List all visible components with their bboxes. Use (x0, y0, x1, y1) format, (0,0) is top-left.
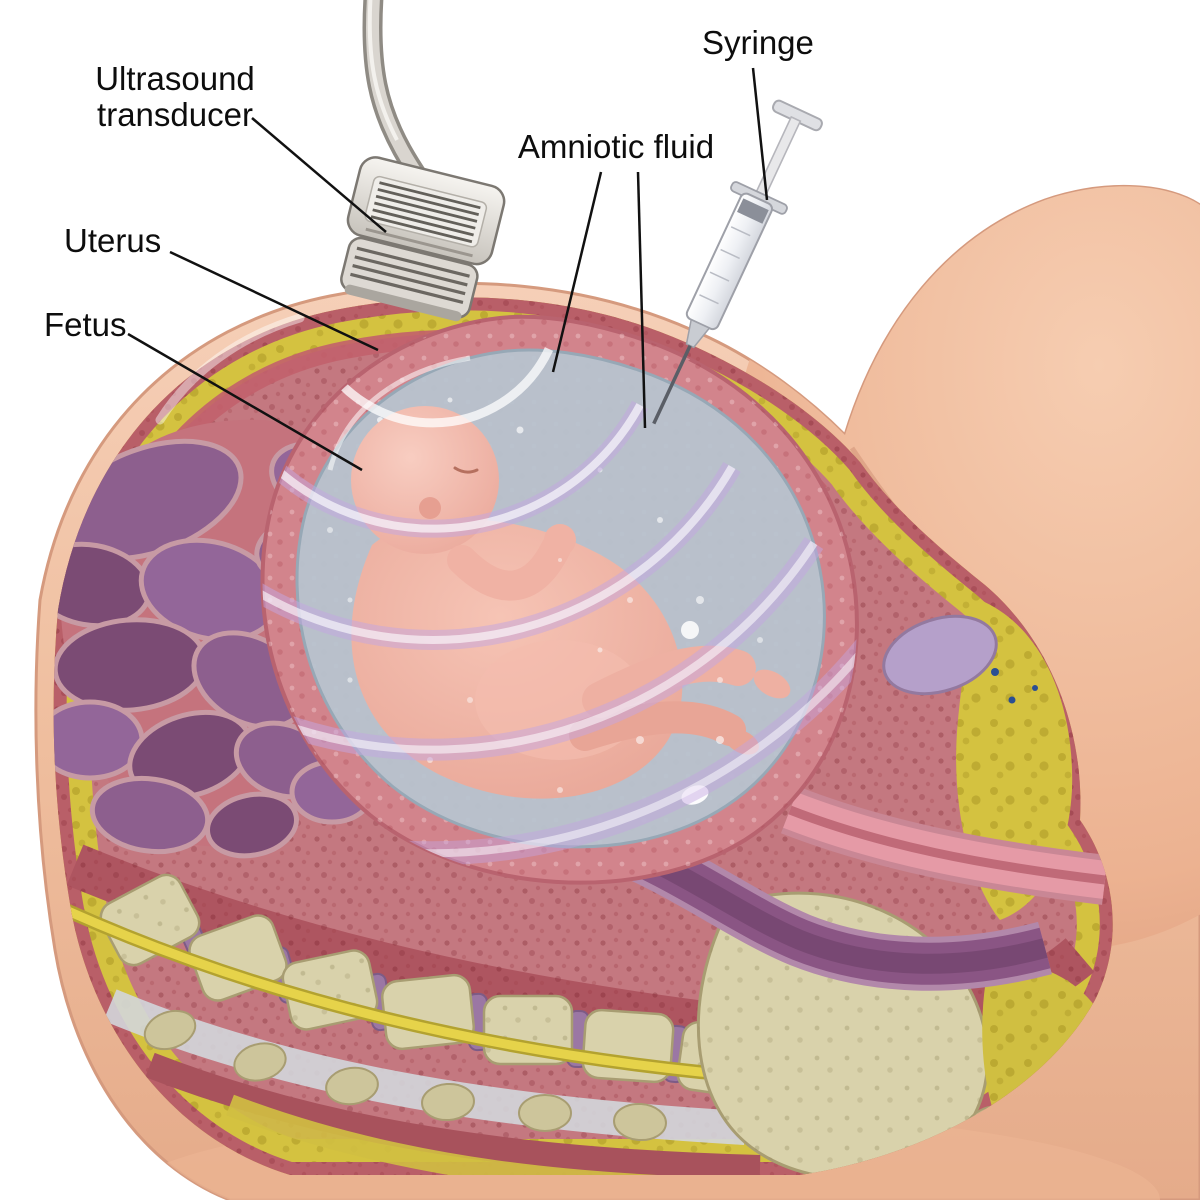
cable-highlight (367, 0, 399, 141)
label-ultrasound-transducer-line2: transducer (97, 96, 253, 133)
fetus-foot-back (725, 729, 759, 755)
label-amniotic-fluid: Amniotic fluid (518, 128, 714, 165)
annotations: Ultrasound transducer Uterus Fetus Amnio… (44, 24, 814, 472)
fetus-hand (544, 524, 576, 556)
ultrasound-transducer (340, 0, 506, 322)
label-ultrasound-transducer-line1: Ultrasound (95, 60, 255, 97)
needle-hub (685, 318, 711, 349)
fetus-leg-back (569, 701, 746, 751)
stopper (737, 198, 769, 224)
skin-highlight (155, 313, 305, 425)
leader-lines (127, 67, 769, 472)
transducer-face (344, 284, 462, 322)
vaginal-canal (780, 786, 1108, 905)
spinous-processes (143, 1009, 667, 1142)
label-fetus: Fetus (44, 306, 127, 343)
back-fat (226, 1094, 791, 1175)
leader-amniotic-fluid-2 (636, 171, 647, 429)
plunger-rod (752, 115, 802, 202)
fetus-arm (447, 533, 571, 601)
fetus-eye (453, 466, 479, 474)
leader-fetus (127, 332, 363, 472)
head-grille-lines (350, 246, 470, 304)
uterus (260, 314, 859, 885)
transducer-model-line (365, 227, 473, 258)
fetus-ear (419, 497, 441, 519)
leader-amniotic-fluid-1 (551, 171, 603, 373)
leader-ultrasound-transducer (251, 117, 387, 233)
leader-uterus (169, 250, 379, 352)
cross-section (53, 297, 1113, 1175)
sac-highlight (327, 355, 471, 471)
grille-lines (370, 181, 481, 244)
leader-syringe (751, 67, 769, 201)
fetus-foot-front (753, 669, 791, 699)
bladder (882, 614, 998, 696)
label-uterus: Uterus (64, 222, 161, 259)
back-muscle (145, 1052, 761, 1175)
barrel-gradations (699, 226, 751, 305)
label-syringe: Syringe (702, 24, 814, 61)
blood-vessels (991, 668, 1038, 704)
needle (652, 344, 692, 425)
